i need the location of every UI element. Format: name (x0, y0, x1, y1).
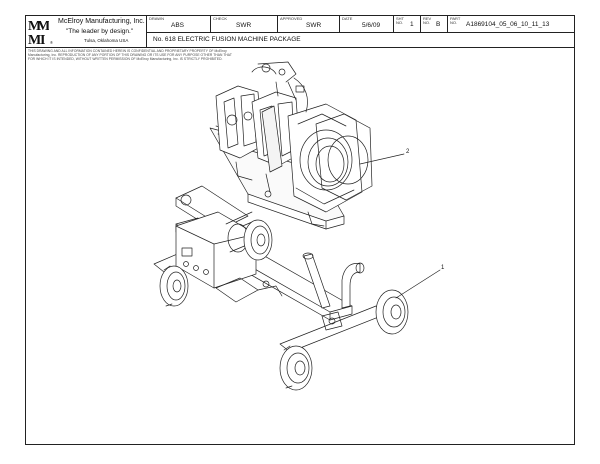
rev-cell: REV NO. B (421, 16, 448, 32)
rev-label: REV NO. (423, 16, 432, 25)
part-cell: PART NO. A1869104_05_06_10_11_13 (448, 16, 574, 32)
drawn-label: DRAWN (149, 16, 164, 21)
drawing-description: No. 618 ELECTRIC FUSION MACHINE PACKAGE (153, 36, 301, 43)
title-divider (147, 32, 574, 33)
machine-drawing (153, 61, 441, 391)
registered-mark: ® (50, 40, 53, 45)
logo-letter-3: M (28, 33, 41, 46)
logo-letter-4: I (40, 33, 45, 46)
company-block: M M M I McElroy Manufacturing, Inc. "The… (26, 16, 147, 47)
fusion-carriage (209, 61, 373, 230)
logo-letter-1: M (28, 19, 41, 34)
mcelroy-logo: M M M I (27, 17, 49, 46)
callout-1-label: 1 (441, 265, 445, 271)
part-label: PART NO. (450, 16, 461, 25)
approved-cell: APPROVED SWR (278, 16, 340, 32)
cart-assembly (153, 185, 409, 391)
confidentiality-notice: THIS DRAWING AND ALL INFORMATION CONTAIN… (28, 49, 232, 62)
company-tagline: "The leader by design." (66, 28, 134, 35)
date-label: DATE (342, 16, 353, 21)
check-value: SWR (236, 22, 252, 29)
sheet-cell: SHT NO. 1 (394, 16, 421, 32)
rev-value: B (436, 21, 441, 28)
callout-1-leader (395, 269, 441, 299)
drawn-value: ABS (171, 22, 185, 29)
callout-2-leader (359, 153, 405, 165)
approved-label: APPROVED (280, 16, 303, 21)
drawing-sheet: M M M I McElroy Manufacturing, Inc. "The… (25, 15, 575, 445)
title-block: M M M I McElroy Manufacturing, Inc. "The… (26, 16, 574, 48)
approved-value: SWR (306, 22, 322, 29)
part-value: A1869104_05_06_10_11_13 (466, 21, 550, 28)
callout-2-label: 2 (406, 149, 410, 155)
company-location: Tulsa, Oklahoma USA (84, 38, 129, 43)
sheet-label: SHT NO. (396, 16, 404, 25)
date-cell: DATE 5/6/09 (340, 16, 394, 32)
drawn-cell: DRAWN ABS (147, 16, 211, 32)
logo-letter-2: M (37, 19, 49, 34)
check-label: CHECK (213, 16, 228, 21)
check-cell: CHECK SWR (211, 16, 278, 32)
sheet-value: 1 (410, 21, 414, 28)
date-value: 5/6/09 (362, 22, 381, 29)
company-name: McElroy Manufacturing, Inc. (58, 18, 145, 25)
